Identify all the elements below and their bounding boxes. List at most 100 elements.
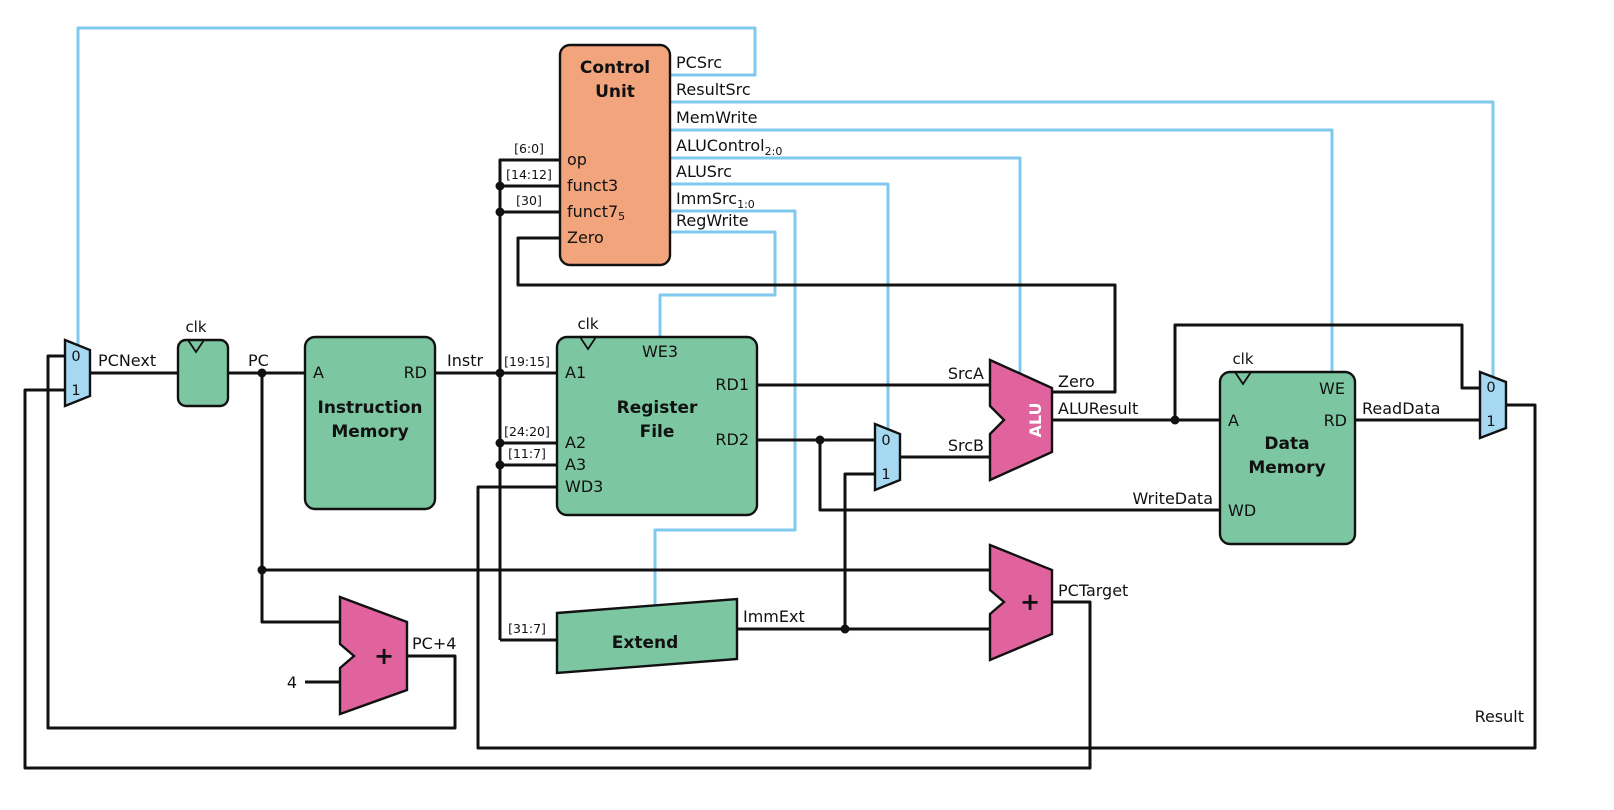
pctarget-signal-label: PCTarget <box>1058 581 1128 600</box>
regfile-port-rd2: RD2 <box>715 430 749 449</box>
instr-signal-label: Instr <box>447 351 483 370</box>
bitslice-funct7: [30] <box>516 193 542 208</box>
wire-result <box>476 403 1537 750</box>
control-wire-memwrite <box>670 128 1334 372</box>
dmem-port-rd: RD <box>1324 411 1347 430</box>
immext-signal-label: ImmExt <box>743 607 805 626</box>
junction-dot <box>495 368 505 378</box>
srca-signal-label: SrcA <box>948 364 984 383</box>
control-wire-alucontrol <box>670 156 1022 373</box>
bitslice-funct3: [14:12] <box>506 167 552 182</box>
control-wire-regwrite <box>658 230 777 337</box>
result-mux-input1-label: 1 <box>1486 414 1495 430</box>
pcnext-signal-label: PCNext <box>98 351 156 370</box>
bitslice-op: [6:0] <box>514 141 544 156</box>
regfile-port-we3: WE3 <box>642 342 678 361</box>
regfile-port-a2: A2 <box>565 433 586 452</box>
datapath-wires <box>23 158 1537 770</box>
control-wire-alusrc <box>670 182 890 429</box>
regfile-port-a3: A3 <box>565 455 586 474</box>
wire-writedata <box>818 440 1220 512</box>
pc-signal-label: PC <box>248 351 269 370</box>
regfile-port-rd1: RD1 <box>715 375 749 394</box>
control-wire-pcsrc <box>76 26 757 345</box>
aluresult-signal-label: ALUResult <box>1058 399 1138 418</box>
control-port-op: op <box>567 150 587 169</box>
alucontrol-signal-label: ALUControl2:0 <box>676 136 782 158</box>
imem-port-a: A <box>313 363 324 382</box>
memwrite-signal-label: MemWrite <box>676 108 757 127</box>
wire-pc-branch <box>260 373 340 624</box>
control-wire-resultsrc <box>670 100 1495 377</box>
pcnext-mux-input1-label: 1 <box>71 383 80 399</box>
dmem-clk-label: clk <box>1232 350 1253 368</box>
pc-register-box <box>176 338 230 408</box>
wire-instr-bus-vertical <box>498 158 560 640</box>
dmem-title-line2: Memory <box>1248 458 1325 478</box>
alu-label: ALU <box>1026 403 1045 438</box>
control-port-funct3: funct3 <box>567 176 618 195</box>
readdata-signal-label: ReadData <box>1362 399 1440 418</box>
result-mux-input0-label: 0 <box>1486 380 1495 396</box>
pc-clock-triangle-icon <box>186 339 206 354</box>
wire-pcplus4 <box>46 354 457 730</box>
junction-dot <box>1170 415 1180 425</box>
regfile-clk-label: clk <box>577 315 598 333</box>
imem-port-rd: RD <box>404 363 427 382</box>
register-file-box <box>555 335 759 517</box>
resultsrc-signal-label: ResultSrc <box>676 80 751 99</box>
junction-dot <box>495 181 505 191</box>
junction-dot <box>815 435 825 445</box>
alu-shape <box>988 358 1054 482</box>
control-unit-title-line1: Control <box>580 58 650 78</box>
srcb-mux-input1-label: 1 <box>881 467 890 483</box>
pcplus4-adder-shape <box>338 595 409 716</box>
regfile-port-a1: A1 <box>565 363 586 382</box>
pctarget-adder-plus-icon: + <box>1020 588 1040 616</box>
bitslice-rs2: [24:20] <box>504 424 550 439</box>
extend-box <box>555 597 739 675</box>
dmem-port-a: A <box>1228 411 1239 430</box>
dmem-port-wd: WD <box>1228 501 1256 520</box>
junction-dot <box>495 460 505 470</box>
result-mux <box>1478 370 1508 440</box>
pcsrc-signal-label: PCSrc <box>676 53 722 72</box>
result-signal-label: Result <box>1475 707 1524 726</box>
extend-label: Extend <box>612 633 679 653</box>
regfile-title-line2: File <box>640 422 675 442</box>
control-wires <box>76 26 1495 605</box>
wire-zero-feedback <box>516 236 1117 394</box>
control-port-zero: Zero <box>567 228 604 247</box>
regfile-title-line1: Register <box>617 398 698 418</box>
junction-dot <box>495 438 505 448</box>
junction-dot <box>495 207 505 217</box>
bitslice-rs1: [19:15] <box>504 354 550 369</box>
imem-title-line2: Memory <box>331 422 408 442</box>
junction-dot <box>257 565 267 575</box>
writedata-signal-label: WriteData <box>1133 489 1213 508</box>
imem-title-line1: Instruction <box>318 398 423 418</box>
pc-clk-label: clk <box>185 318 206 336</box>
control-port-funct7: funct75 <box>567 202 625 223</box>
regwrite-signal-label: RegWrite <box>676 211 749 230</box>
zero-signal-label: Zero <box>1058 372 1095 391</box>
pcplus4-signal-label: PC+4 <box>412 634 456 653</box>
wire-pctarget <box>23 388 1092 770</box>
junction-dot <box>840 624 850 634</box>
dmem-port-we: WE <box>1319 379 1345 398</box>
regfile-port-wd3: WD3 <box>565 477 603 496</box>
srcb-mux-input0-label: 0 <box>881 433 890 449</box>
register-file-clock-triangle-icon <box>578 336 598 351</box>
instruction-memory-box <box>303 335 437 511</box>
data-memory-clock-triangle-icon <box>1233 371 1253 386</box>
control-wire-immsrc <box>653 209 797 605</box>
srcb-mux <box>873 422 902 492</box>
wire-aluresult-to-result-mux <box>1173 323 1480 420</box>
junction-dots <box>257 181 1180 634</box>
junction-dot <box>257 368 267 378</box>
wire-immext-branch <box>843 472 875 629</box>
pcnext-mux-input0-label: 0 <box>71 349 80 365</box>
immsrc-signal-label: ImmSrc1:0 <box>676 189 755 211</box>
pcnext-mux <box>63 338 92 408</box>
srcb-signal-label: SrcB <box>948 436 984 455</box>
